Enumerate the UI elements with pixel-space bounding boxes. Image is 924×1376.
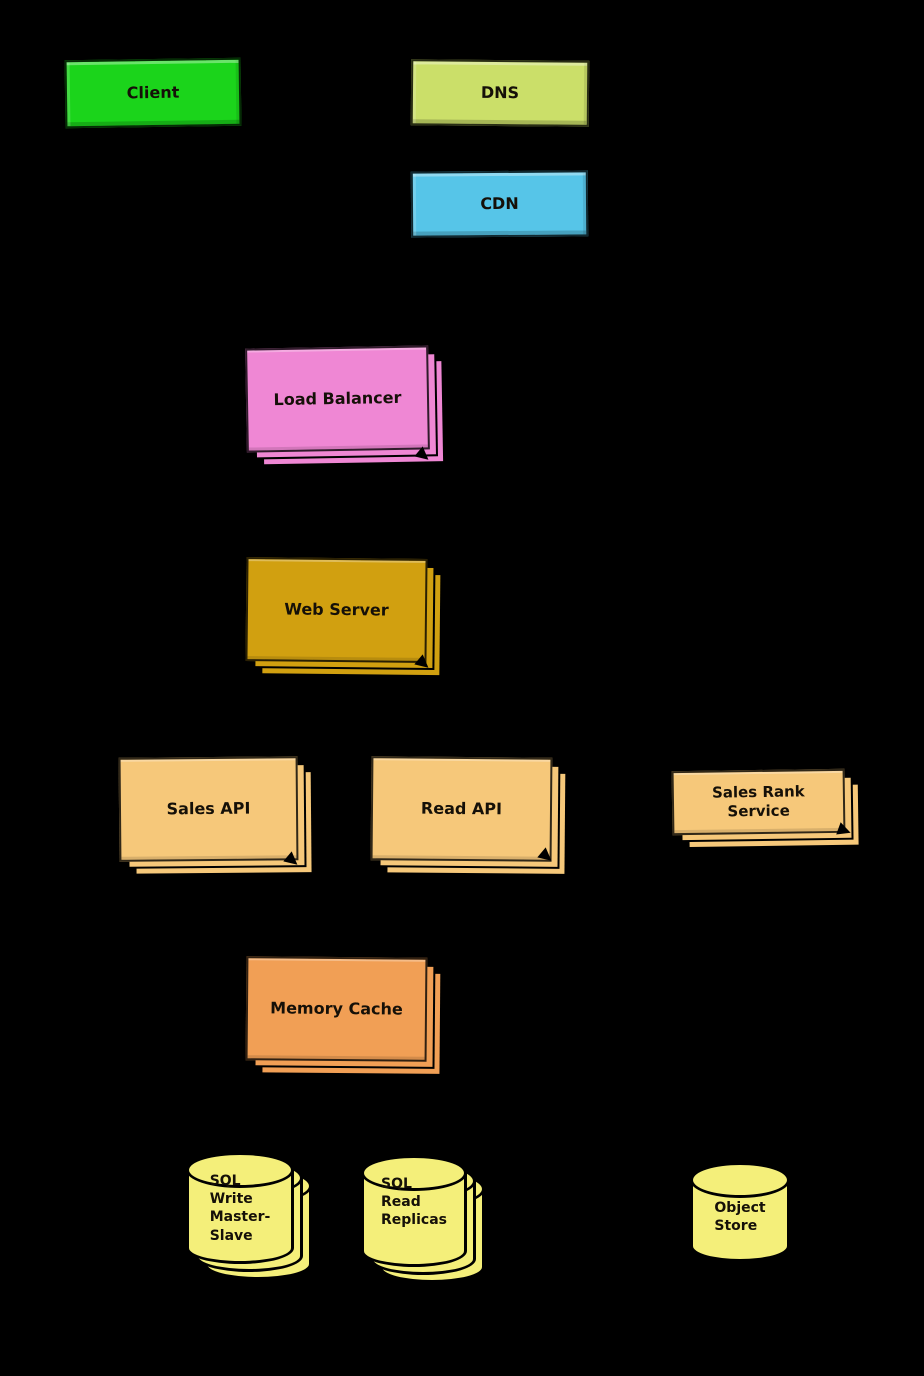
sql-write-master-slave-label: SQL Write Master- Slave [209,1173,271,1244]
memory-cache-node: Memory Cache [245,956,428,1062]
cdn-label: CDN [480,193,519,214]
client-node: Client [64,57,242,129]
sql-write-master-slave-node: SQL Write Master- Slave [186,1152,312,1280]
client-label: Client [126,82,180,103]
read-api-node: Read API [370,756,553,862]
sales-api-node: Sales API [118,756,299,862]
sql-read-replicas-node: SQL Read Replicas [361,1155,485,1283]
object-store-label: Object Store [714,1199,766,1234]
dns-node: DNS [410,59,590,127]
web-server-node: Web Server [245,557,428,663]
database-cylinder: SQL Read Replicas [361,1155,467,1267]
sales-rank-service-node: Sales Rank Service [671,768,846,836]
load-balancer-label: Load Balancer [273,387,402,410]
object-store-node: Object Store [690,1162,790,1262]
database-cylinder: Object Store [690,1162,790,1262]
web-server-label: Web Server [284,599,389,620]
dns-label: DNS [480,82,520,103]
sales-rank-service-label: Sales Rank Service [711,782,805,821]
sql-read-replicas-label: SQL Read Replicas [381,1176,447,1229]
load-balancer-node: Load Balancer [245,345,430,453]
read-api-label: Read API [420,798,503,819]
cdn-node: CDN [410,170,589,238]
memory-cache-label: Memory Cache [270,998,403,1019]
sales-api-label: Sales API [166,798,251,819]
database-cylinder: SQL Write Master- Slave [186,1152,294,1264]
